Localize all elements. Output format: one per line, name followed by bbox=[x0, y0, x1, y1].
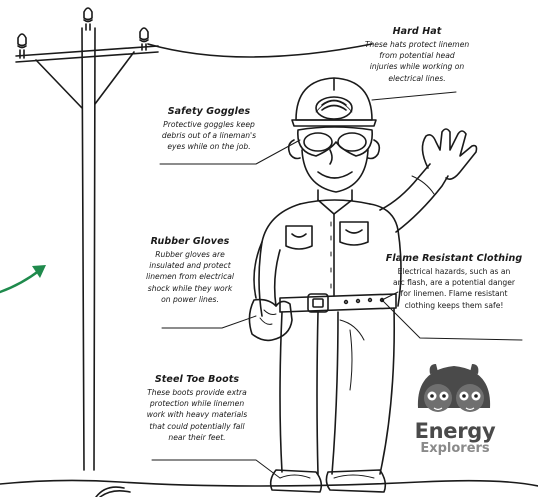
callout-line: electrical lines. bbox=[352, 73, 482, 84]
callout-rubber-gloves: Rubber Gloves Rubber gloves are insulate… bbox=[130, 236, 250, 305]
callout-line: work with heavy materials bbox=[136, 409, 258, 420]
leader-hard-hat bbox=[372, 92, 456, 100]
callout-line: Rubber gloves are bbox=[130, 249, 250, 260]
power-line bbox=[148, 44, 372, 57]
callout-line: These hats protect linemen bbox=[352, 39, 482, 50]
insulator-icon bbox=[18, 34, 26, 58]
callout-line: shock while they work bbox=[130, 283, 250, 294]
hard-hat bbox=[292, 78, 376, 126]
insulator-icon bbox=[84, 8, 92, 30]
logo-text-explorers: Explorers bbox=[412, 442, 498, 456]
callout-title: Flame Resistant Clothing bbox=[384, 253, 524, 264]
goggles bbox=[298, 127, 372, 156]
callout-line: that could potentially fall bbox=[136, 421, 258, 432]
callout-title: Rubber Gloves bbox=[130, 236, 250, 247]
callout-line: insulated and protect bbox=[130, 260, 250, 271]
callout-line: from potential head bbox=[352, 50, 482, 61]
callout-steel-toe-boots: Steel Toe Boots These boots provide extr… bbox=[136, 374, 258, 443]
callout-line: protection while linemen bbox=[136, 398, 258, 409]
ground-line bbox=[0, 480, 538, 486]
callout-title: Hard Hat bbox=[352, 26, 482, 37]
callout-line: Protective goggles keep bbox=[145, 119, 273, 130]
callout-hard-hat: Hard Hat These hats protect linemen from… bbox=[352, 26, 482, 84]
callout-title: Safety Goggles bbox=[145, 106, 273, 117]
callout-line: eyes while on the job. bbox=[145, 141, 273, 152]
callout-line: arc flash, are a potential danger bbox=[384, 277, 524, 288]
callout-line: Electrical hazards, such as an bbox=[384, 266, 524, 277]
callout-title: Steel Toe Boots bbox=[136, 374, 258, 385]
waving-arm bbox=[380, 129, 477, 232]
callout-line: linemen from electrical bbox=[130, 271, 250, 282]
glove-arm bbox=[249, 242, 292, 340]
energy-explorers-logo-icon bbox=[418, 364, 490, 412]
callout-safety-goggles: Safety Goggles Protective goggles keep d… bbox=[145, 106, 273, 153]
leader-gloves bbox=[162, 316, 256, 328]
callout-line: for linemen. Flame resistant bbox=[384, 288, 524, 299]
callout-line: These boots provide extra bbox=[136, 387, 258, 398]
callout-line: on power lines. bbox=[130, 294, 250, 305]
arrow-icon bbox=[0, 265, 46, 292]
callout-line: near their feet. bbox=[136, 432, 258, 443]
steel-toe-boots bbox=[271, 470, 386, 492]
leader-boots bbox=[152, 460, 280, 478]
callout-line: debris out of a lineman's bbox=[145, 130, 273, 141]
callout-flame-resistant-clothing: Flame Resistant Clothing Electrical haza… bbox=[384, 253, 524, 311]
callout-line: injuries while working on bbox=[352, 61, 482, 72]
callout-line: clothing keeps them safe! bbox=[384, 300, 524, 311]
coverall bbox=[259, 190, 401, 474]
logo-text-energy: Energy bbox=[412, 420, 498, 442]
rubber-glove bbox=[249, 300, 292, 341]
belt bbox=[280, 294, 396, 312]
